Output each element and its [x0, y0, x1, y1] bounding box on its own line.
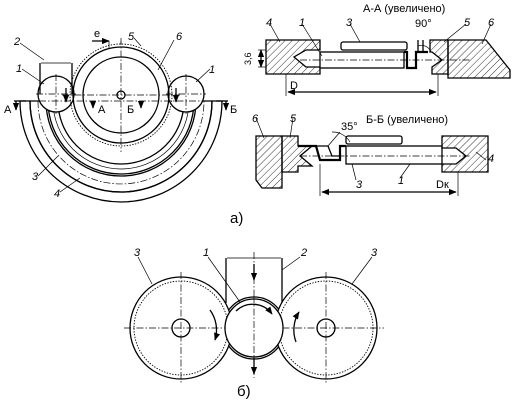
dimension-3-6: 3,6 [243, 52, 253, 65]
label-part-6-bb: 6 [252, 113, 259, 125]
section-aa-part-5 [429, 39, 449, 75]
label-part-1-b: 1 [203, 247, 209, 259]
label-part-3-aa: 3 [346, 17, 353, 29]
dimension-Dk: Dк [436, 179, 449, 191]
angle-bb: 35° [341, 121, 358, 133]
label-part-5-plan: 5 [128, 31, 135, 43]
dimension-D: D [290, 80, 298, 92]
roll-1-left [37, 75, 75, 113]
label-part-4-aa: 4 [266, 17, 272, 29]
caption-a: а) [230, 210, 243, 227]
section-mark-a-center: А [98, 104, 106, 116]
label-part-3-bb: 3 [356, 179, 363, 191]
section-bb-part-5 [281, 135, 314, 173]
dimension-e: е [94, 28, 100, 40]
section-bb-title: Б-Б (увеличено) [366, 114, 448, 126]
section-mark-a-left: А [4, 104, 12, 116]
label-part-4-bb: 4 [488, 153, 494, 165]
label-part-6-plan: 6 [176, 31, 183, 43]
section-bb-part-4 [441, 135, 489, 173]
roll-1-right [167, 75, 205, 113]
guide-2-b [225, 258, 283, 303]
label-part-3-b-right: 3 [371, 247, 378, 259]
section-bb [255, 117, 489, 196]
guide-2 [39, 63, 73, 94]
label-part-1-left: 1 [16, 63, 22, 75]
section-aa-part-4 [265, 39, 321, 75]
label-part-6-aa: 6 [488, 17, 495, 29]
label-part-5-bb: 5 [290, 113, 297, 125]
label-part-5-aa: 5 [464, 17, 471, 29]
label-part-3-plan: 3 [32, 171, 39, 183]
angle-aa: 90° [415, 18, 432, 30]
label-part-2-b: 2 [300, 247, 307, 259]
section-aa-part-6 [447, 39, 511, 79]
section-bb-part-6 [255, 135, 283, 189]
label-part-4-plan: 4 [54, 188, 60, 200]
label-part-1-bb: 1 [398, 175, 404, 187]
caption-b: б) [237, 383, 251, 400]
roll-arrangement-view [124, 252, 384, 384]
section-aa-title: А-А (увеличено) [363, 3, 445, 15]
plan-view [12, 37, 230, 203]
label-part-1-aa: 1 [299, 17, 305, 29]
section-mark-b-right: Б [230, 104, 237, 116]
section-aa [257, 23, 511, 96]
label-part-1-right: 1 [209, 64, 215, 76]
label-part-3-b-left: 3 [134, 247, 141, 259]
label-part-2: 2 [13, 36, 20, 48]
section-mark-b-center: Б [127, 104, 134, 116]
